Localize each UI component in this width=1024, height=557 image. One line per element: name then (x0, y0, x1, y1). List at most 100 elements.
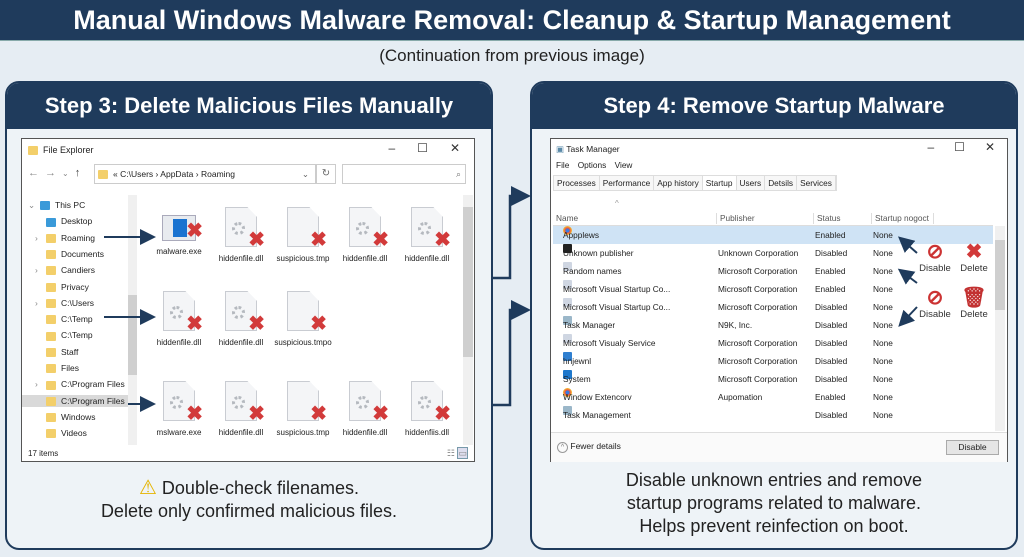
startup-row[interactable]: hnjewnl Microsoft Corporation Disabled N… (553, 352, 993, 370)
nav-item[interactable]: Desktop (22, 215, 128, 227)
folder-icon (46, 396, 56, 406)
tab-performance[interactable]: Performance (600, 176, 655, 190)
col-startup-impact[interactable]: Startup nogoct (871, 213, 934, 224)
chevron-down-icon[interactable]: ⌄ (301, 169, 309, 179)
tab-app-history[interactable]: App history (654, 176, 703, 190)
minimize-button[interactable]: – (388, 141, 418, 155)
startup-row[interactable]: Window Extencorv Aupomation Enabled None (553, 388, 993, 406)
step4-panel: Step 4: Remove Startup Malware ▣ Task Ma… (530, 81, 1018, 550)
breadcrumb-users[interactable]: C:\Users (120, 169, 154, 179)
disable-action-1[interactable]: ⊘Disable (917, 241, 953, 275)
nav-item[interactable]: Privacy (22, 281, 128, 293)
list-scrollbar[interactable] (995, 226, 1005, 431)
nav-item[interactable]: ⌄This PC (22, 199, 128, 211)
file-item[interactable]: ✖mslware.exe (148, 381, 210, 438)
maximize-button[interactable]: ☐ (954, 140, 985, 154)
disable-action-2[interactable]: ⊘Disable (917, 287, 953, 321)
col-status[interactable]: Status (813, 213, 841, 224)
file-item[interactable]: ✖hiddenfile.dll (210, 207, 272, 264)
file-item[interactable]: ✖hiddenfile.dll (396, 207, 458, 264)
details-view-icon[interactable]: ☷ (446, 448, 455, 458)
startup-row[interactable]: Microsoft Visualy Service Microsoft Corp… (553, 334, 993, 352)
breadcrumb-appdata[interactable]: AppData (160, 169, 194, 179)
search-input[interactable]: ⌕ (342, 164, 466, 184)
startup-row[interactable]: System Microsoft Corporation Disabled No… (553, 370, 993, 388)
nav-item[interactable]: ›Roaming (22, 232, 128, 244)
large-icons-view-icon[interactable]: ▭ (457, 447, 468, 459)
nav-item[interactable]: C:\Temp (22, 313, 128, 325)
delete-action-1[interactable]: ✖Delete (957, 241, 991, 275)
tab-services[interactable]: Services (797, 176, 836, 190)
back-icon[interactable]: ← (28, 167, 45, 179)
nav-item[interactable]: ›Candiers (22, 264, 128, 276)
delete-action-2[interactable]: 🗑Delete (957, 287, 991, 321)
disable-button[interactable]: Disable (946, 440, 999, 455)
tab-startup[interactable]: Startup (702, 176, 737, 190)
file-item[interactable]: ✖suspicious.tmp (272, 381, 334, 438)
col-name[interactable]: Name (556, 213, 579, 223)
up-icon[interactable]: ↑ (74, 167, 87, 179)
step4-note: Disable unknown entries and remove start… (532, 469, 1016, 538)
nav-item[interactable]: ›C:\Program Files (22, 378, 128, 390)
startup-row[interactable]: Task Manager N9K, Inc. Disabled None (553, 316, 993, 334)
tab-processes[interactable]: Processes (554, 176, 600, 190)
nav-item[interactable]: Files (22, 362, 128, 374)
startup-row[interactable]: Appplews Enabled None (553, 226, 993, 244)
nav-item[interactable]: Videos (22, 427, 128, 439)
menu-file[interactable]: File (556, 160, 570, 170)
nav-item[interactable]: C:\Temp (22, 329, 128, 341)
chevron-right-icon[interactable]: › (35, 232, 38, 243)
minimize-button[interactable]: – (927, 140, 955, 154)
file-name: hiddenfile.dll (342, 254, 388, 263)
folder-icon (46, 233, 56, 243)
forward-icon[interactable]: → (45, 167, 62, 179)
chevron-right-icon[interactable]: › (35, 379, 38, 390)
nav-item[interactable]: C:\Program Files (22, 394, 128, 407)
file-item[interactable]: ✖hiddenfile.dll (334, 381, 396, 438)
startup-row[interactable]: Microsoft Visual Startup Co... Microsoft… (553, 298, 993, 316)
file-item[interactable]: ✖hiddenfile.dll (334, 207, 396, 264)
address-bar[interactable]: « C:\Users › AppData › Roaming ⌄ (94, 164, 316, 184)
nav-item[interactable]: ›C:\Users (22, 297, 128, 309)
folder-icon (28, 146, 38, 156)
file-item[interactable]: ✖suspicious.tmpo (272, 291, 334, 348)
menu-view[interactable]: View (614, 160, 633, 170)
recent-icon[interactable]: ⌄ (62, 169, 75, 178)
file-item[interactable]: ✖malware.exe (148, 207, 210, 257)
file-item[interactable]: ✖hiddenfile.dll (148, 291, 210, 348)
file-item[interactable]: ✖hiddenfile.dll (210, 381, 272, 438)
nav-scrollbar[interactable] (128, 195, 137, 445)
file-item[interactable]: ✖hiddenfile.dll (210, 291, 272, 348)
breadcrumb-roaming[interactable]: Roaming (200, 169, 236, 179)
startup-row[interactable]: Unknown publisher Unknown Corporation Di… (553, 244, 993, 262)
taskmgr-icon (563, 406, 572, 415)
tab-users[interactable]: Users (737, 176, 766, 190)
address-prefix: « (113, 169, 118, 179)
maximize-button[interactable]: ☐ (417, 141, 450, 155)
file-item[interactable]: ✖hiddenfiis.dll (396, 381, 458, 438)
close-button[interactable]: ✕ (984, 140, 995, 154)
chevron-down-icon[interactable]: ⌄ (28, 200, 36, 210)
row-status: Disabled (815, 356, 848, 366)
nav-item[interactable]: Windows (22, 411, 128, 423)
nav-item[interactable]: Documents (22, 248, 128, 260)
row-publisher: Microsoft Corporation (718, 302, 798, 312)
file-icon (411, 381, 443, 421)
file-item[interactable]: ✖suspicious.tmp (272, 207, 334, 264)
fewer-details-button[interactable]: ^ Fewer details (557, 441, 621, 453)
col-publisher[interactable]: Publisher (716, 213, 755, 224)
startup-row[interactable]: Random names Microsoft Corporation Enabl… (553, 262, 993, 280)
chevron-right-icon[interactable]: › (35, 297, 38, 308)
row-impact: None (873, 284, 893, 294)
tab-detsils[interactable]: Detsils (765, 176, 798, 190)
refresh-button[interactable]: ↻ (316, 164, 336, 184)
startup-row[interactable]: Microsoft Visual Startup Co... Microsoft… (553, 280, 993, 298)
chevron-right-icon[interactable]: › (35, 265, 38, 276)
startup-row[interactable]: Task Management Disabled None (553, 406, 993, 424)
close-button[interactable]: ✕ (449, 141, 460, 155)
content-scrollbar[interactable] (463, 195, 473, 445)
menu-options[interactable]: Options (577, 160, 607, 170)
nav-item[interactable]: Staff (22, 346, 128, 358)
view-toggle[interactable]: ☷ ▭ (446, 447, 468, 459)
